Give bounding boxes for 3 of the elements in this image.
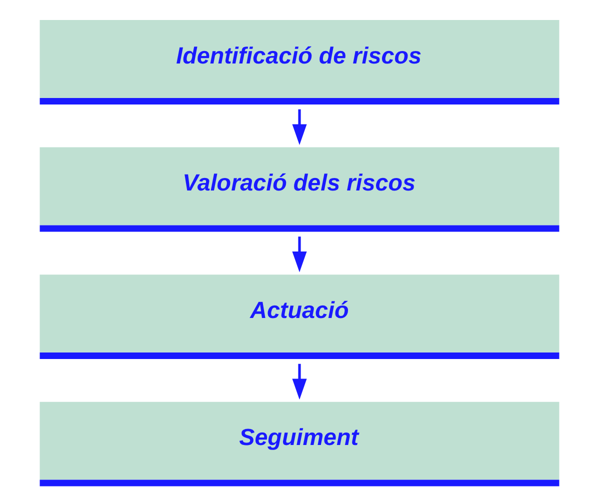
arrow [292, 363, 306, 400]
arrow [292, 108, 306, 145]
arrow [292, 236, 306, 272]
